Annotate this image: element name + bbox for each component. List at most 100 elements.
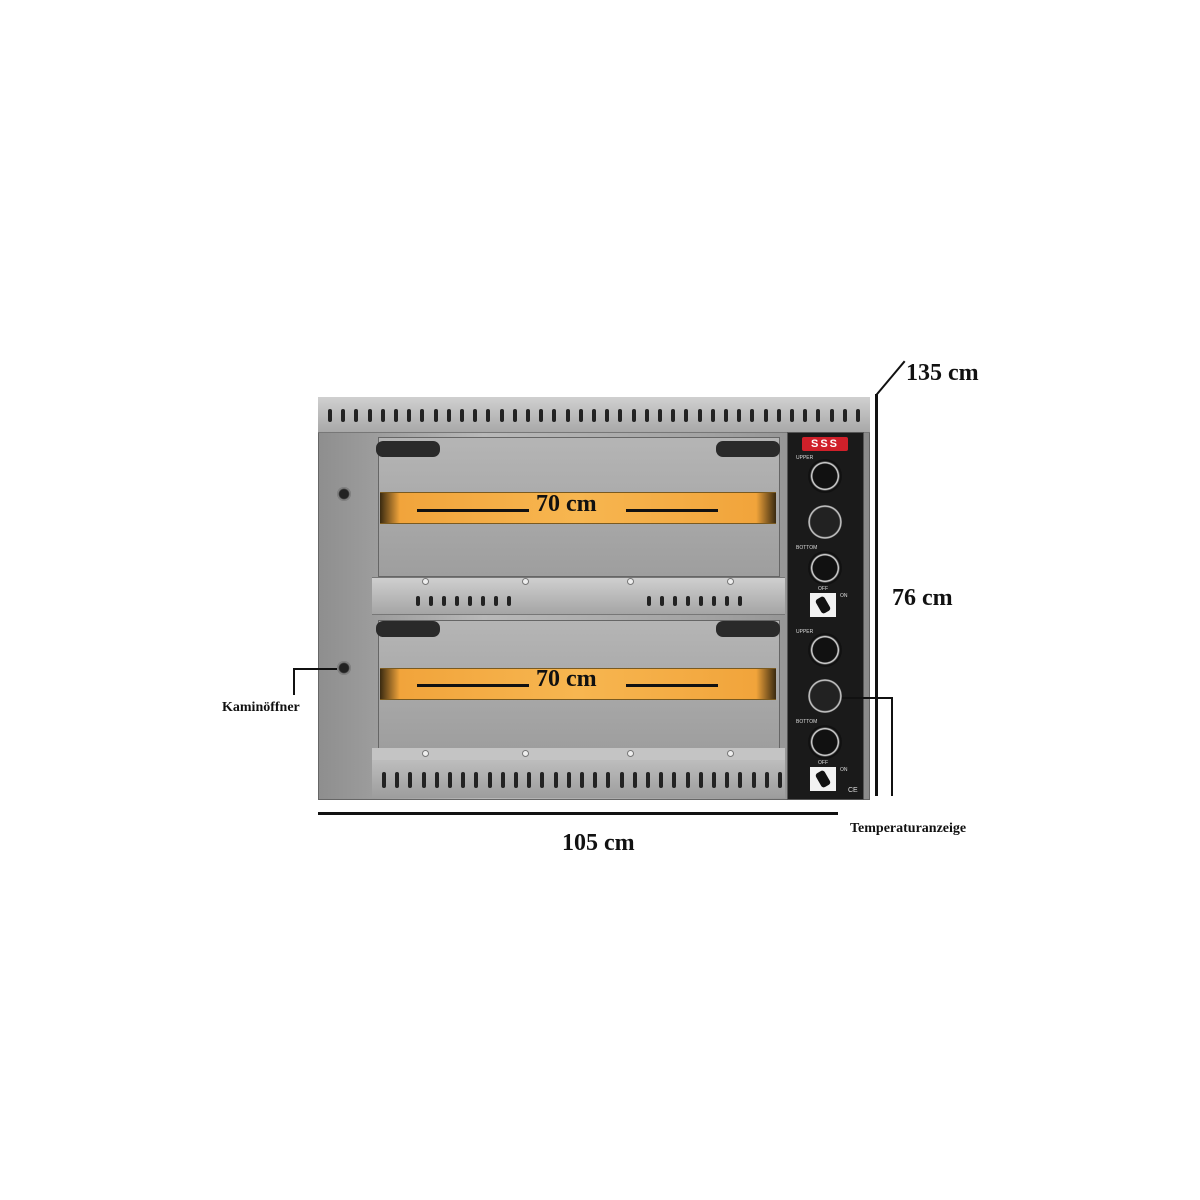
bottom-label: BOTTOM: [796, 545, 818, 551]
vent-slot: [578, 409, 583, 422]
upper-window: [380, 492, 776, 524]
vent-slot: [408, 772, 413, 788]
vent-slot: [790, 409, 794, 422]
upper-top-heat-knob[interactable]: [808, 459, 842, 493]
vent-slot: [354, 409, 359, 422]
vent-slot: [512, 409, 517, 422]
vent-slot: [434, 772, 439, 788]
vent-slot: [442, 596, 446, 606]
height-dimension-line: [875, 394, 878, 796]
chimney-callout-label: Kaminöffner: [222, 700, 300, 715]
vent-slot: [460, 409, 464, 422]
bottom-vent-strip: [372, 760, 785, 798]
vent-slot: [699, 596, 703, 606]
vent-slot: [738, 772, 743, 788]
upper-label-2: UPPER: [796, 629, 814, 635]
vent-slot: [395, 772, 400, 788]
vent-slot: [724, 409, 728, 422]
lower-power-switch[interactable]: [810, 767, 836, 791]
vent-slot: [592, 409, 596, 422]
vent-slot: [527, 772, 532, 788]
vent-slot: [673, 596, 677, 606]
lower-bottom-heat-knob[interactable]: [808, 725, 842, 759]
vent-slot: [778, 772, 782, 788]
vent-slot: [341, 409, 346, 422]
vent-slot: [698, 772, 703, 788]
thermometer-callout-v: [891, 697, 893, 796]
vent-slot: [474, 772, 479, 788]
vent-slot: [461, 772, 466, 788]
brand-logo: SSS: [802, 437, 848, 451]
vent-slot: [751, 772, 756, 788]
upper-chamber-width: 70 cm: [536, 491, 597, 517]
vent-slot: [725, 596, 729, 606]
lower-thermometer-gauge: [808, 679, 842, 713]
bottom-label-2: BOTTOM: [796, 719, 818, 725]
vent-slot: [659, 772, 664, 788]
vent-slot: [619, 772, 624, 788]
vent-slot: [593, 772, 598, 788]
vent-slot: [644, 409, 649, 422]
vent-slot: [481, 596, 485, 606]
vent-slot: [776, 409, 781, 422]
ce-mark: CE: [848, 787, 858, 794]
vent-slot: [328, 409, 332, 422]
rivet: [422, 578, 429, 585]
chimney-callout-v: [293, 668, 295, 695]
vent-slot: [750, 409, 755, 422]
vent-slot: [660, 596, 664, 606]
vent-slot: [647, 596, 651, 606]
vent-slot: [671, 409, 676, 422]
vent-slot: [712, 772, 716, 788]
lower-top-heat-knob[interactable]: [808, 633, 842, 667]
depth-dimension-line: [875, 360, 906, 397]
vent-slot: [684, 409, 689, 422]
thermometer-callout-label: Temperaturanzeige: [850, 821, 967, 836]
vent-slot: [764, 772, 769, 788]
rivet: [522, 578, 529, 585]
vent-slot: [803, 409, 808, 422]
vent-slot: [429, 596, 433, 606]
lower-left-handle: [376, 621, 440, 637]
vent-slot: [486, 409, 491, 422]
vent-slot: [566, 772, 571, 788]
vent-slot: [856, 409, 860, 422]
vent-slot: [420, 409, 425, 422]
vent-slot: [632, 772, 637, 788]
control-panel: SSS UPPER BOTTOM OFF ON UPPER BOTTOM OFF…: [787, 432, 864, 800]
vent-slot: [468, 596, 472, 606]
mid-rail: [372, 577, 785, 615]
vent-slot: [658, 409, 662, 422]
lower-dim-line-left: [417, 684, 529, 687]
vent-slot: [433, 409, 438, 422]
upper-bottom-heat-knob[interactable]: [808, 551, 842, 585]
upper-power-switch[interactable]: [810, 593, 836, 617]
upper-left-handle: [376, 441, 440, 457]
vent-slot: [499, 409, 504, 422]
vent-slot: [494, 596, 498, 606]
vent-slot: [514, 772, 518, 788]
vent-slot: [407, 409, 412, 422]
chimney-callout-h: [293, 668, 337, 670]
rivet: [627, 750, 634, 757]
vent-slot: [712, 596, 716, 606]
thermometer-callout-h: [842, 697, 893, 699]
upper-right-handle: [716, 441, 780, 457]
vent-slot: [552, 409, 557, 422]
vent-slot: [416, 596, 420, 606]
vent-slot: [842, 409, 847, 422]
depth-label: 135 cm: [906, 360, 979, 386]
off-label-2: OFF: [818, 760, 828, 766]
vent-slot: [487, 772, 492, 788]
off-label: OFF: [818, 586, 828, 592]
vent-slot: [446, 409, 451, 422]
vent-slot: [737, 409, 742, 422]
vent-slot: [380, 409, 385, 422]
vent-slot: [697, 409, 702, 422]
vent-slot: [540, 772, 545, 788]
vent-slot: [448, 772, 452, 788]
vent-slot: [526, 409, 530, 422]
vent-slot: [606, 772, 611, 788]
vent-slot: [829, 409, 834, 422]
vent-slot: [763, 409, 768, 422]
